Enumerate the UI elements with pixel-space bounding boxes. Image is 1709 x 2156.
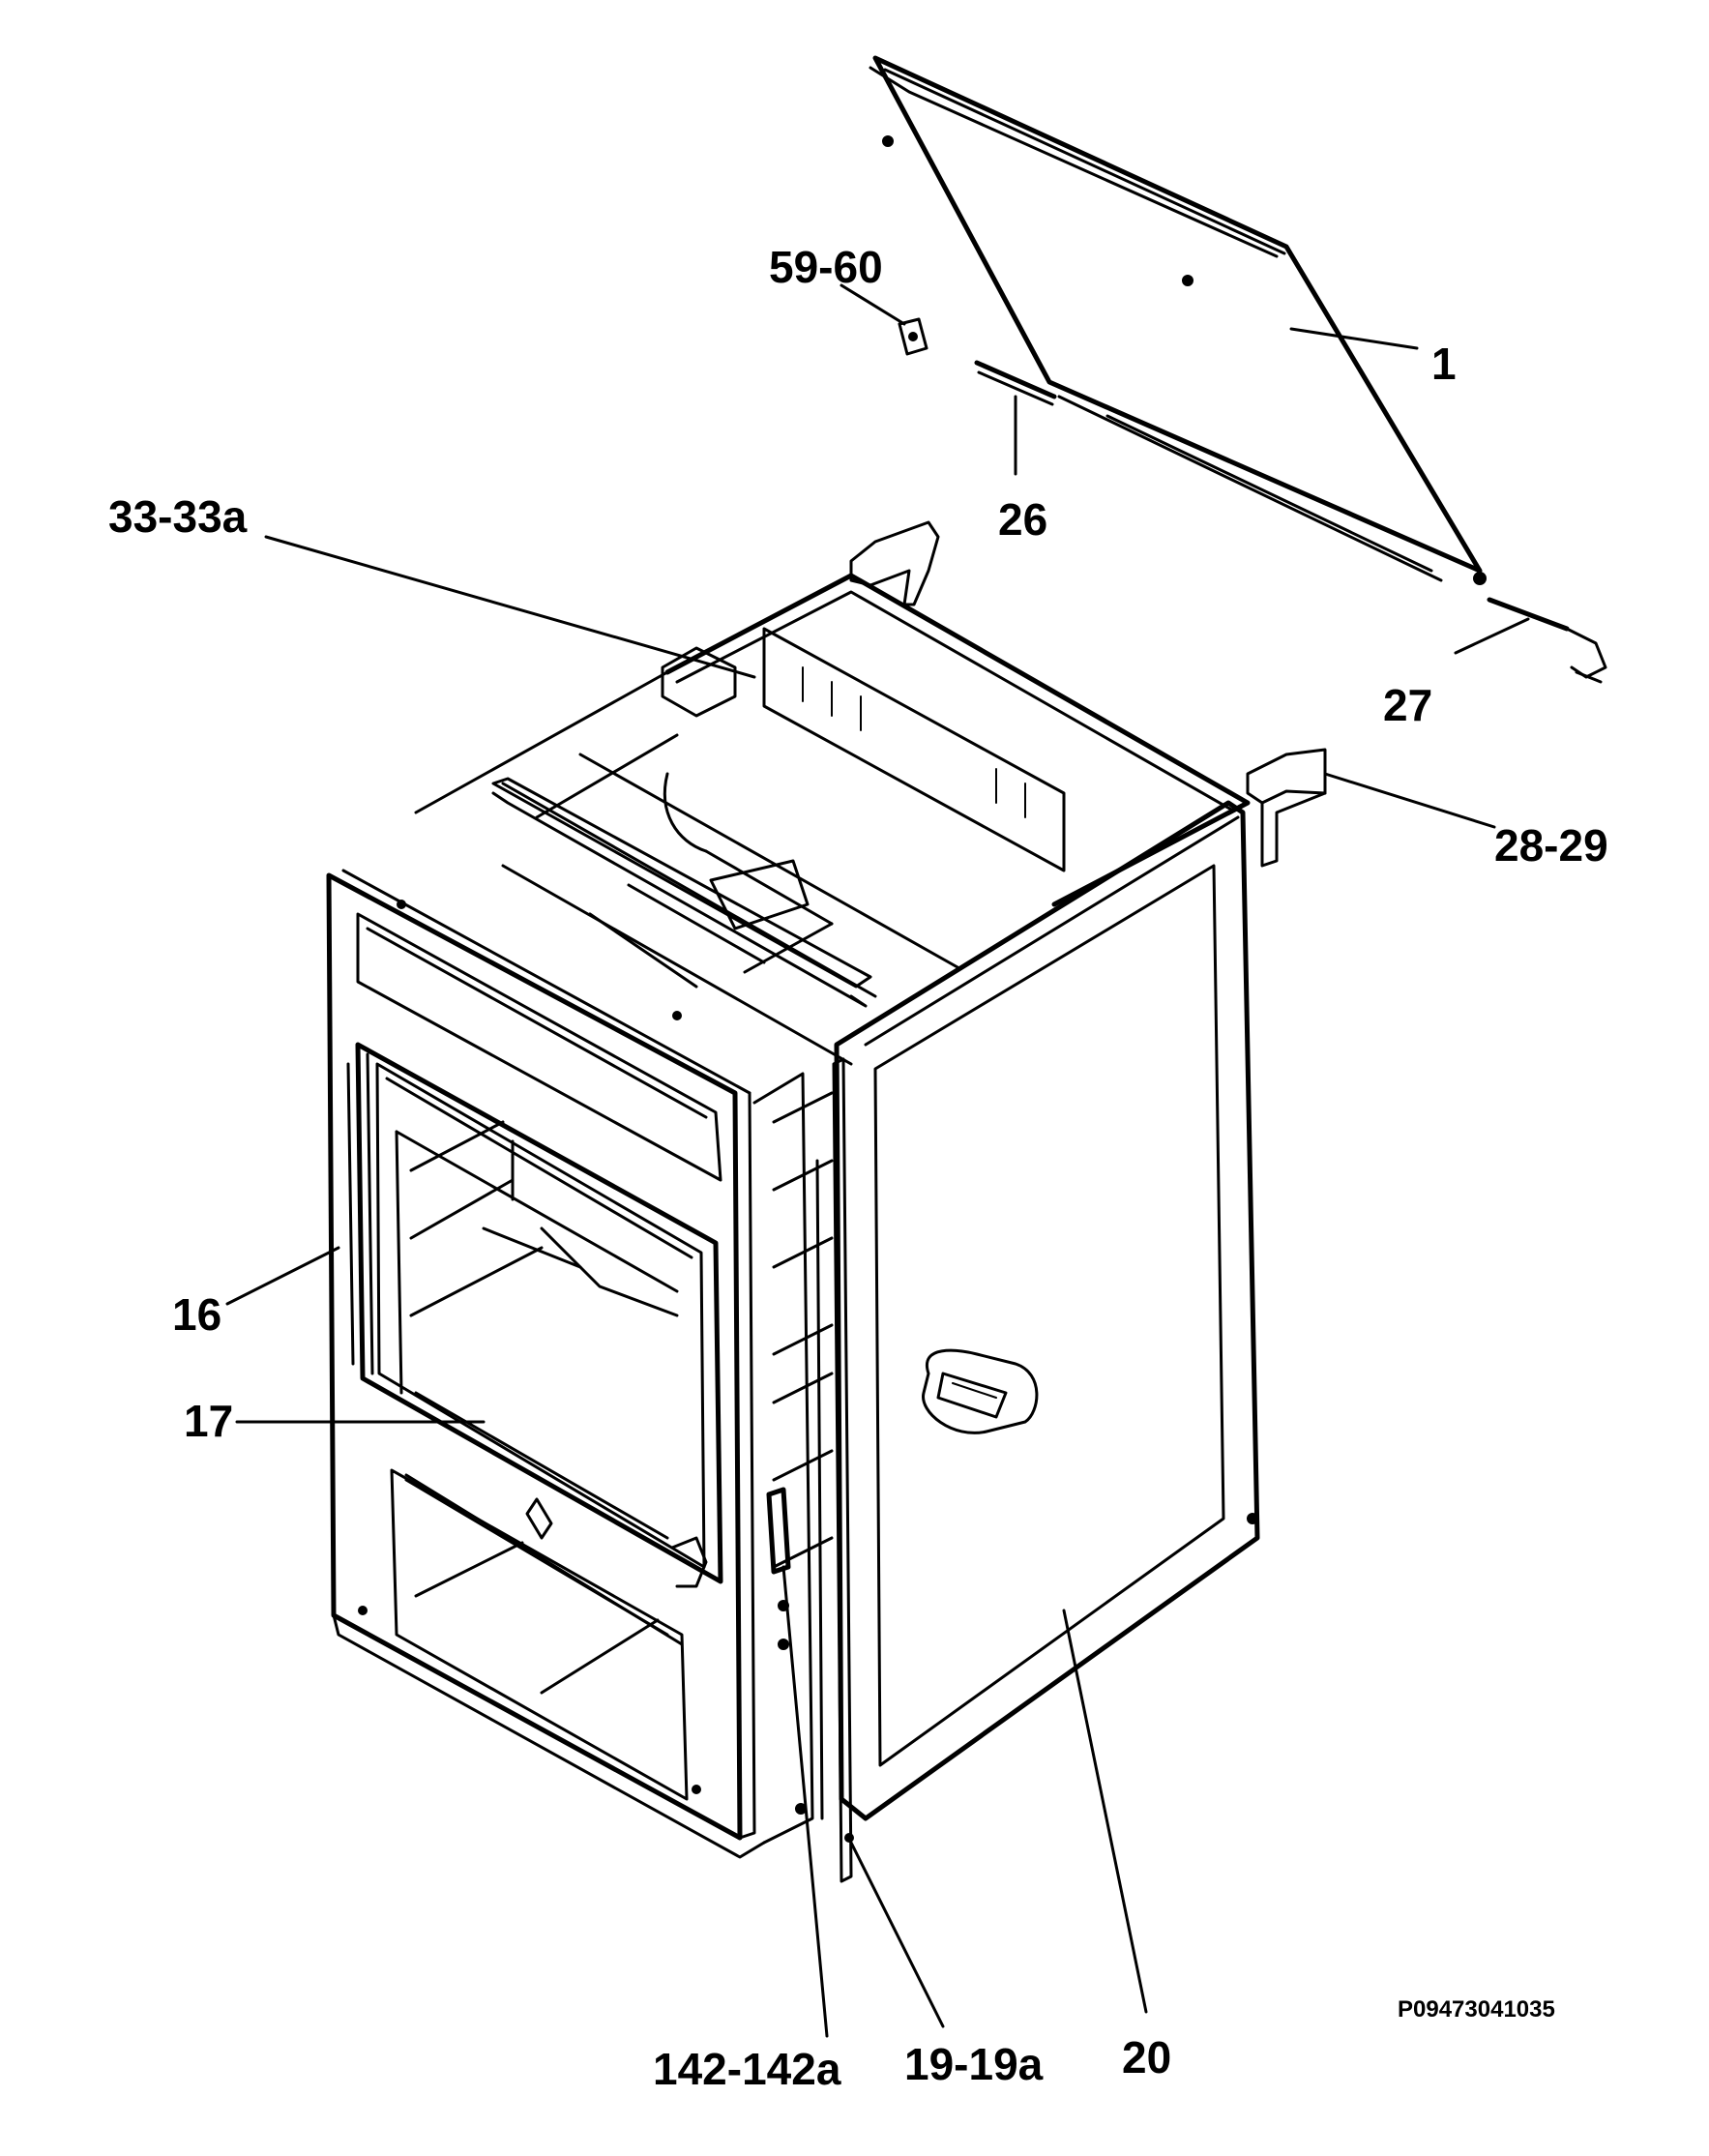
small-part-27 — [1487, 597, 1607, 684]
leader-142-142a — [781, 1565, 829, 2038]
label-part-16: 16 — [172, 1289, 221, 1340]
leader-19-19a — [849, 1841, 945, 2028]
cabinet-body — [326, 573, 1260, 1883]
small-part-59-60 — [898, 317, 928, 356]
leader-16 — [225, 1246, 340, 1306]
leader-28-29 — [1323, 772, 1496, 829]
label-part-27: 27 — [1383, 680, 1432, 730]
label-part-59-60: 59-60 — [769, 242, 883, 292]
document-id: P09473041035 — [1398, 1996, 1555, 2023]
bracket-28-29 — [1246, 748, 1327, 868]
leader-1 — [1289, 327, 1419, 350]
label-part-26: 26 — [998, 494, 1047, 545]
leader-lines — [225, 283, 1530, 2038]
upper-bracket — [849, 520, 940, 606]
leader-20 — [1062, 1609, 1148, 2014]
label-part-142-142a: 142-142a — [653, 2044, 841, 2094]
label-part-19-19a: 19-19a — [904, 2039, 1044, 2089]
label-part-28-29: 28-29 — [1494, 820, 1608, 871]
top-cover-panel — [869, 55, 1487, 585]
label-part-1: 1 — [1431, 339, 1457, 389]
leader-27 — [1454, 617, 1530, 655]
label-part-33-33a: 33-33a — [108, 491, 248, 542]
small-part-26 — [974, 360, 1057, 406]
label-part-20: 20 — [1122, 2032, 1171, 2082]
leader-59-60 — [840, 283, 906, 326]
label-part-17: 17 — [184, 1396, 233, 1446]
callout-labels: 1 59-60 26 27 28-29 33-33a 16 17 142-142… — [108, 242, 1608, 2094]
leader-33-33a — [264, 535, 756, 679]
